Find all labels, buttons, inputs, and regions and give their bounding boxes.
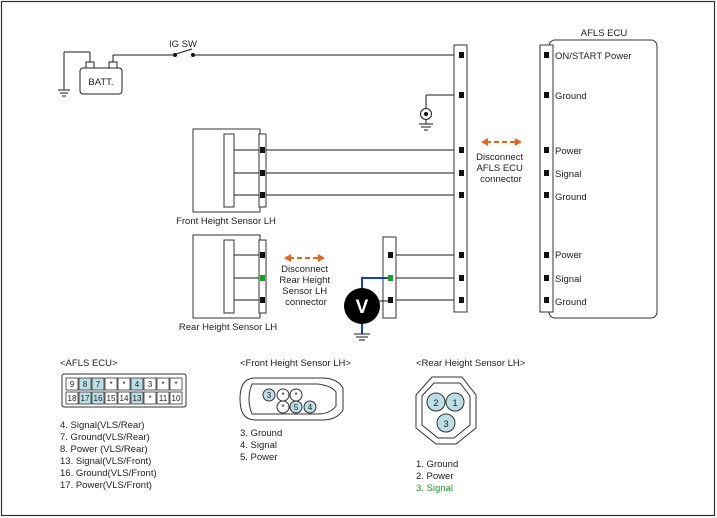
ecu-pin-number: 9 <box>70 380 75 389</box>
ecu-pin-label: Power <box>555 250 582 261</box>
disconnect-rear-note: Disconnect Rear Height Sensor LH connect… <box>279 254 332 308</box>
ecu-pin-number: * <box>109 380 112 389</box>
ecu-title: AFLS ECU <box>581 28 628 39</box>
ecu-pin-number: 3 <box>148 380 153 389</box>
ecu-pin-cell <box>143 391 157 405</box>
ecu-pin-number: 14 <box>120 394 129 403</box>
front-sensor-label: Front Height Sensor LH <box>176 216 276 227</box>
ecu-pin-label: Ground <box>555 192 587 203</box>
ecu-pin-cell <box>169 391 183 405</box>
disconnect-rear-text: Disconnect Rear Height Sensor LH connect… <box>279 264 332 308</box>
front-cavity <box>303 400 317 414</box>
ecu-pin-number: 13 <box>133 394 142 403</box>
front-height-sensor: Front Height Sensor LH <box>176 128 276 227</box>
disconnect-ecu-note: Disconnect AFLS ECU connector <box>476 138 526 185</box>
ecu-pin-cell <box>65 377 79 391</box>
ecu-pin-number: * <box>161 380 164 389</box>
ecu-pin-cell <box>78 377 92 391</box>
front-cavity <box>276 400 290 414</box>
ecu-pin-label: Ground <box>555 91 587 102</box>
battery: BATT. <box>58 51 173 97</box>
ecu-pin-number: 11 <box>159 394 168 403</box>
ecu-pin-cell <box>156 377 170 391</box>
ecu-pin-cell <box>169 377 183 391</box>
front-cavity-number: 5 <box>294 403 299 412</box>
ecu-pin-cell <box>91 391 105 405</box>
ecu-pin-number: * <box>174 380 177 389</box>
ecu-connector-title: <AFLS ECU> <box>60 358 118 369</box>
afls-ecu: AFLS ECU ON/START Power Ground Power Sig… <box>539 28 658 319</box>
ecu-pin-label: ON/START Power <box>555 51 632 62</box>
ground-symbol <box>419 94 459 131</box>
ecu-pin-number: 4 <box>135 380 140 389</box>
ecu-pin-cell <box>143 377 157 391</box>
rear-connector-title: <Rear Height Sensor LH> <box>416 358 526 369</box>
ig-switch: IG SW <box>169 39 459 57</box>
ig-switch-label: IG SW <box>169 39 197 50</box>
ecu-pin-cell <box>78 391 92 405</box>
ecu-pin-label: Signal <box>555 274 581 285</box>
ecu-pin-cell <box>156 391 170 405</box>
ecu-pin-number: 10 <box>172 394 181 403</box>
ecu-pin-number: 17 <box>81 394 90 403</box>
ecu-pin-number: 7 <box>96 380 101 389</box>
front-cavity-number: * <box>281 403 284 412</box>
harness-connector <box>453 44 468 313</box>
front-cavity-number: * <box>294 391 297 400</box>
ecu-pin-number: * <box>148 394 151 403</box>
battery-label: BATT. <box>88 77 113 88</box>
rear-sensor-label: Rear Height Sensor LH <box>179 322 277 333</box>
front-cavity <box>262 388 276 402</box>
rear-cavity <box>426 392 446 412</box>
rear-cavity-number: 2 <box>433 398 438 409</box>
rear-pin-list: 1. Ground 2. Power 3. Signal <box>416 459 461 494</box>
voltmeter-label: V <box>356 297 369 318</box>
rear-cavity-number: 3 <box>443 419 448 430</box>
front-cavity-number: 3 <box>267 391 272 400</box>
ecu-pin-label: Ground <box>555 297 587 308</box>
rear-cavity <box>436 413 456 433</box>
ecu-pin-number: 15 <box>107 394 116 403</box>
ecu-pin-cell <box>130 377 144 391</box>
ecu-pin-number: * <box>122 380 125 389</box>
ecu-pin-label: Power <box>555 146 582 157</box>
front-cavity <box>289 400 303 414</box>
ecu-pin-cell <box>104 377 118 391</box>
rear-cavity-number: 1 <box>452 398 457 409</box>
ecu-pin-cell <box>130 391 144 405</box>
ecu-pin-number: 18 <box>68 394 77 403</box>
rear-height-sensor: Rear Height Sensor LH <box>179 234 277 333</box>
ecu-pin-cell <box>104 391 118 405</box>
front-connector-title: <Front Height Sensor LH> <box>240 358 351 369</box>
front-pin-list: 3. Ground 4. Signal 5. Power <box>240 428 285 463</box>
ecu-pin-cell <box>117 377 131 391</box>
ecu-pin-number: 16 <box>94 394 103 403</box>
ecu-pin-list: 4. Signal(VLS/Rear) 7. Ground(VLS/Rear) … <box>60 420 159 491</box>
rear-connector-view: <Rear Height Sensor LH> 2 13 1. Ground 2.… <box>415 358 526 494</box>
front-cavity-number: * <box>281 391 284 400</box>
front-cavity-number: 4 <box>308 403 313 412</box>
ecu-pin-number: 8 <box>83 380 88 389</box>
rear-cavity <box>445 392 465 412</box>
disconnect-ecu-text: Disconnect AFLS ECU connector <box>476 152 526 185</box>
voltmeter: V <box>344 277 388 341</box>
ecu-pin-cell <box>117 391 131 405</box>
ecu-pin-cell <box>91 377 105 391</box>
ecu-pin-cell <box>65 391 79 405</box>
ecu-pin-label: Signal <box>555 169 581 180</box>
rear-cavities: 2 13 <box>426 392 465 433</box>
